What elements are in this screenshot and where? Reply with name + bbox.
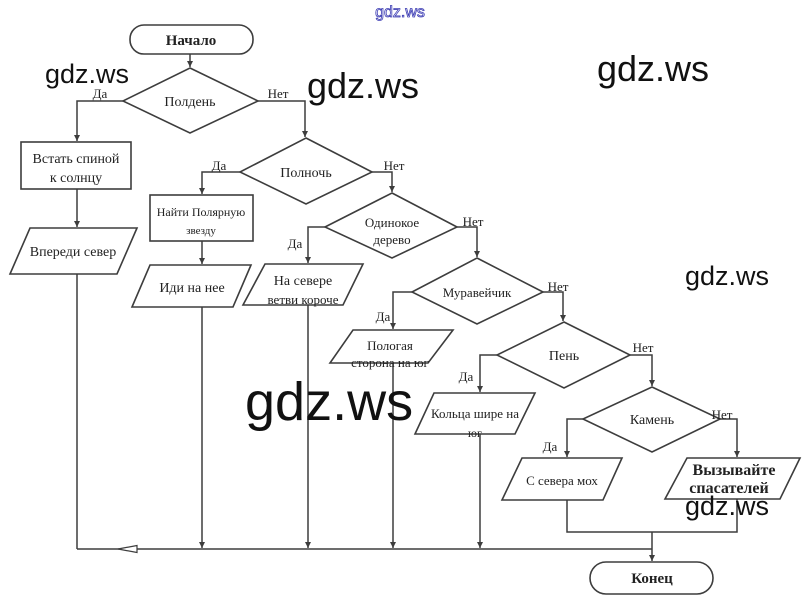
edge-lone-tree-yes — [305, 226, 325, 263]
start-label: Начало — [166, 33, 217, 49]
edge-stone-no — [720, 418, 740, 457]
stump-yes-label: Да — [459, 369, 474, 384]
output-north-ahead-label: Впереди север — [30, 245, 117, 260]
decision-lone-tree-line1: Одинокое — [365, 215, 420, 230]
watermarks: gdz.ws gdz.ws gdz.ws gdz.ws gdz.ws gdz.w… — [45, 4, 769, 521]
edge-noon-no — [258, 100, 308, 137]
output-wider-rings-line2: юг — [468, 426, 482, 440]
decision-anthill: Муравейчик — [410, 257, 545, 325]
lone-tree-yes-label: Да — [288, 236, 303, 251]
edge-noon-yes — [74, 100, 123, 141]
output-go-to-it: Иди на нее — [130, 264, 253, 308]
decision-anthill-label: Муравейчик — [443, 285, 512, 300]
output-call-rescuers-line2: спасателей — [689, 480, 768, 497]
midnight-yes-label: Да — [212, 158, 227, 173]
output-wider-rings-line1: Кольца шире на — [431, 406, 519, 421]
watermark: gdz.ws — [685, 491, 769, 521]
end-label: Конец — [631, 571, 673, 587]
output-shorter-branches-line1: На севере — [274, 274, 332, 289]
edge-anthill-no — [543, 291, 566, 321]
process-back-to-sun-line1: Встать спиной — [33, 152, 120, 167]
anthill-no-label: Нет — [548, 279, 569, 294]
process-find-polaris-line2: звезду — [186, 225, 216, 237]
decision-noon-label: Полдень — [164, 95, 215, 110]
watermark: gdz.ws — [45, 59, 129, 89]
process-back-to-sun: Встать спиной к солнцу — [20, 141, 132, 190]
decision-stone-label: Камень — [630, 413, 674, 428]
edge-stump-yes — [477, 354, 497, 392]
anthill-yes-label: Да — [376, 309, 391, 324]
output-shorter-branches: На севере ветви короче — [241, 263, 365, 307]
start-terminator: Начало — [129, 24, 254, 55]
decision-midnight-label: Полночь — [280, 166, 331, 181]
edge-midnight-yes — [199, 171, 240, 194]
watermark: gdz.ws — [307, 65, 419, 106]
output-call-rescuers: Вызывайте спасателей — [663, 457, 802, 500]
edge-midnight-no — [372, 171, 395, 192]
watermark: gdz.ws — [597, 48, 709, 89]
stone-yes-label: Да — [543, 439, 558, 454]
output-north-ahead: Впереди север — [8, 227, 139, 275]
midnight-no-label: Нет — [384, 158, 405, 173]
decision-stump-label: Пень — [549, 349, 579, 364]
edges — [74, 54, 740, 561]
decision-noon: Полдень — [121, 67, 260, 134]
noon-no-label: Нет — [268, 86, 289, 101]
output-go-to-it-label: Иди на нее — [159, 281, 224, 296]
edge-stump-no — [630, 354, 655, 386]
edge-stone-yes — [564, 418, 583, 457]
output-moss-north: С севера мох — [500, 457, 624, 501]
output-moss-north-label: С севера мох — [526, 473, 598, 488]
stump-no-label: Нет — [633, 340, 654, 355]
end-terminator: Конец — [589, 561, 714, 595]
decision-midnight: Полночь — [238, 137, 374, 205]
edge-lone-tree-no — [457, 226, 480, 257]
output-gentle-slope-line2: сторона на юг — [351, 355, 429, 370]
process-back-to-sun-line2: к солнцу — [50, 171, 102, 186]
stone-no-label: Нет — [712, 407, 733, 422]
watermark: gdz.ws — [685, 261, 769, 291]
output-wider-rings: Кольца шире на юг — [413, 392, 537, 440]
output-gentle-slope-line1: Пологая — [367, 338, 413, 353]
decision-lone-tree-line2: дерево — [373, 232, 410, 247]
output-shorter-branches-line2: ветви короче — [268, 292, 339, 307]
lone-tree-no-label: Нет — [463, 214, 484, 229]
output-gentle-slope: Пологая сторона на юг — [328, 329, 455, 370]
branch-labels: Да Нет Да Нет Да Нет Да Нет Да Нет Да Не… — [93, 86, 733, 454]
decision-stone: Камень — [581, 386, 722, 453]
edge-anthill-yes — [390, 291, 412, 329]
watermark: gdz.ws — [245, 372, 413, 432]
process-find-polaris: Найти Полярную звезду — [149, 194, 254, 242]
decision-stump: Пень — [495, 321, 632, 389]
process-find-polaris-line1: Найти Полярную — [157, 205, 246, 219]
watermark-top: gdz.ws — [375, 4, 425, 21]
output-call-rescuers-line1: Вызывайте — [693, 462, 776, 479]
noon-yes-label: Да — [93, 86, 108, 101]
collector-arrow-icon — [117, 544, 138, 554]
decision-lone-tree: Одинокое дерево — [323, 192, 459, 259]
